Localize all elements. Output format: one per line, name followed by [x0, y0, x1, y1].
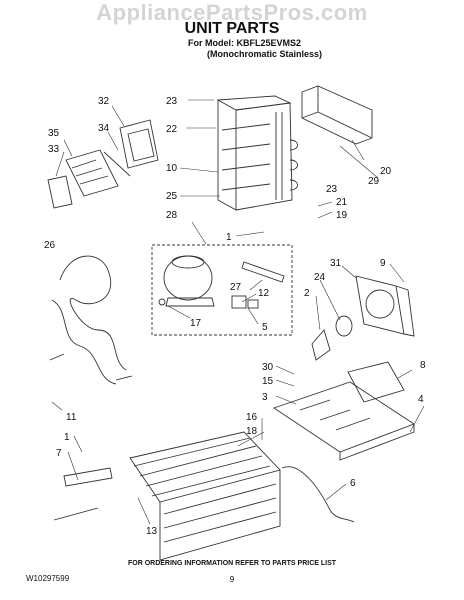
callout-6: 6 [350, 478, 356, 489]
callout-4: 4 [418, 394, 424, 405]
start-relay [231, 295, 259, 309]
callout-18: 18 [246, 426, 258, 437]
callout-23-right: 23 [326, 184, 338, 195]
dryer [241, 261, 285, 283]
callout-25: 25 [166, 191, 178, 202]
drain-tube [281, 466, 355, 523]
watermark: AppliancePartsPros.com [96, 0, 368, 25]
document-number: W10297599 [26, 574, 70, 583]
callout-11: 11 [66, 412, 77, 423]
fan-shroud [355, 275, 415, 337]
callout-33: 33 [48, 144, 60, 155]
mounting-bracket [347, 361, 405, 403]
model-line: For Model: KBFL25EVMS2 [188, 38, 302, 48]
callout-32: 32 [98, 96, 110, 107]
fan-motor [311, 315, 353, 361]
page-number: 9 [229, 575, 235, 584]
callout-34: 34 [98, 123, 110, 134]
callout-7: 7 [56, 448, 62, 459]
condenser-assembly [216, 95, 298, 211]
callout-5: 5 [262, 322, 268, 333]
callout-10: 10 [166, 163, 178, 174]
callout-26: 26 [44, 240, 56, 251]
callout-13: 13 [146, 526, 158, 537]
callout-28: 28 [166, 210, 178, 221]
page-title: UNIT PARTS [184, 20, 280, 37]
control-bracket [103, 119, 159, 177]
compressor [158, 255, 215, 307]
compressor-box [151, 244, 293, 336]
callout-20: 20 [380, 166, 392, 177]
callout-23-top: 23 [166, 96, 178, 107]
callout-17: 17 [190, 318, 202, 329]
evaporator-coil [129, 431, 281, 561]
callout-2: 2 [304, 288, 310, 299]
footer-note: FOR ORDERING INFORMATION REFER TO PARTS … [127, 560, 337, 567]
callout-24: 24 [314, 272, 326, 283]
wiring-harness [49, 255, 133, 385]
callout-19: 19 [336, 210, 348, 221]
callout-31: 31 [330, 258, 342, 269]
callout-16: 16 [246, 412, 258, 423]
callout-29: 29 [368, 176, 380, 187]
callout-21: 21 [336, 197, 348, 208]
callout-3: 3 [262, 392, 268, 403]
callout-27: 27 [230, 282, 242, 293]
callout-1-left: 1 [64, 432, 70, 443]
callout-12: 12 [258, 288, 270, 299]
callout-30: 30 [262, 362, 274, 373]
callout-1-top: 1 [226, 232, 232, 243]
callout-15: 15 [262, 376, 274, 387]
condenser-brace [301, 85, 373, 145]
callout-35: 35 [48, 128, 60, 139]
defrost-thermostat [53, 467, 113, 521]
callout-8: 8 [420, 360, 426, 371]
callout-22: 22 [166, 124, 178, 135]
callout-9: 9 [380, 258, 386, 269]
control-board [47, 149, 119, 209]
model-description: (Monochromatic Stainless) [207, 49, 323, 59]
